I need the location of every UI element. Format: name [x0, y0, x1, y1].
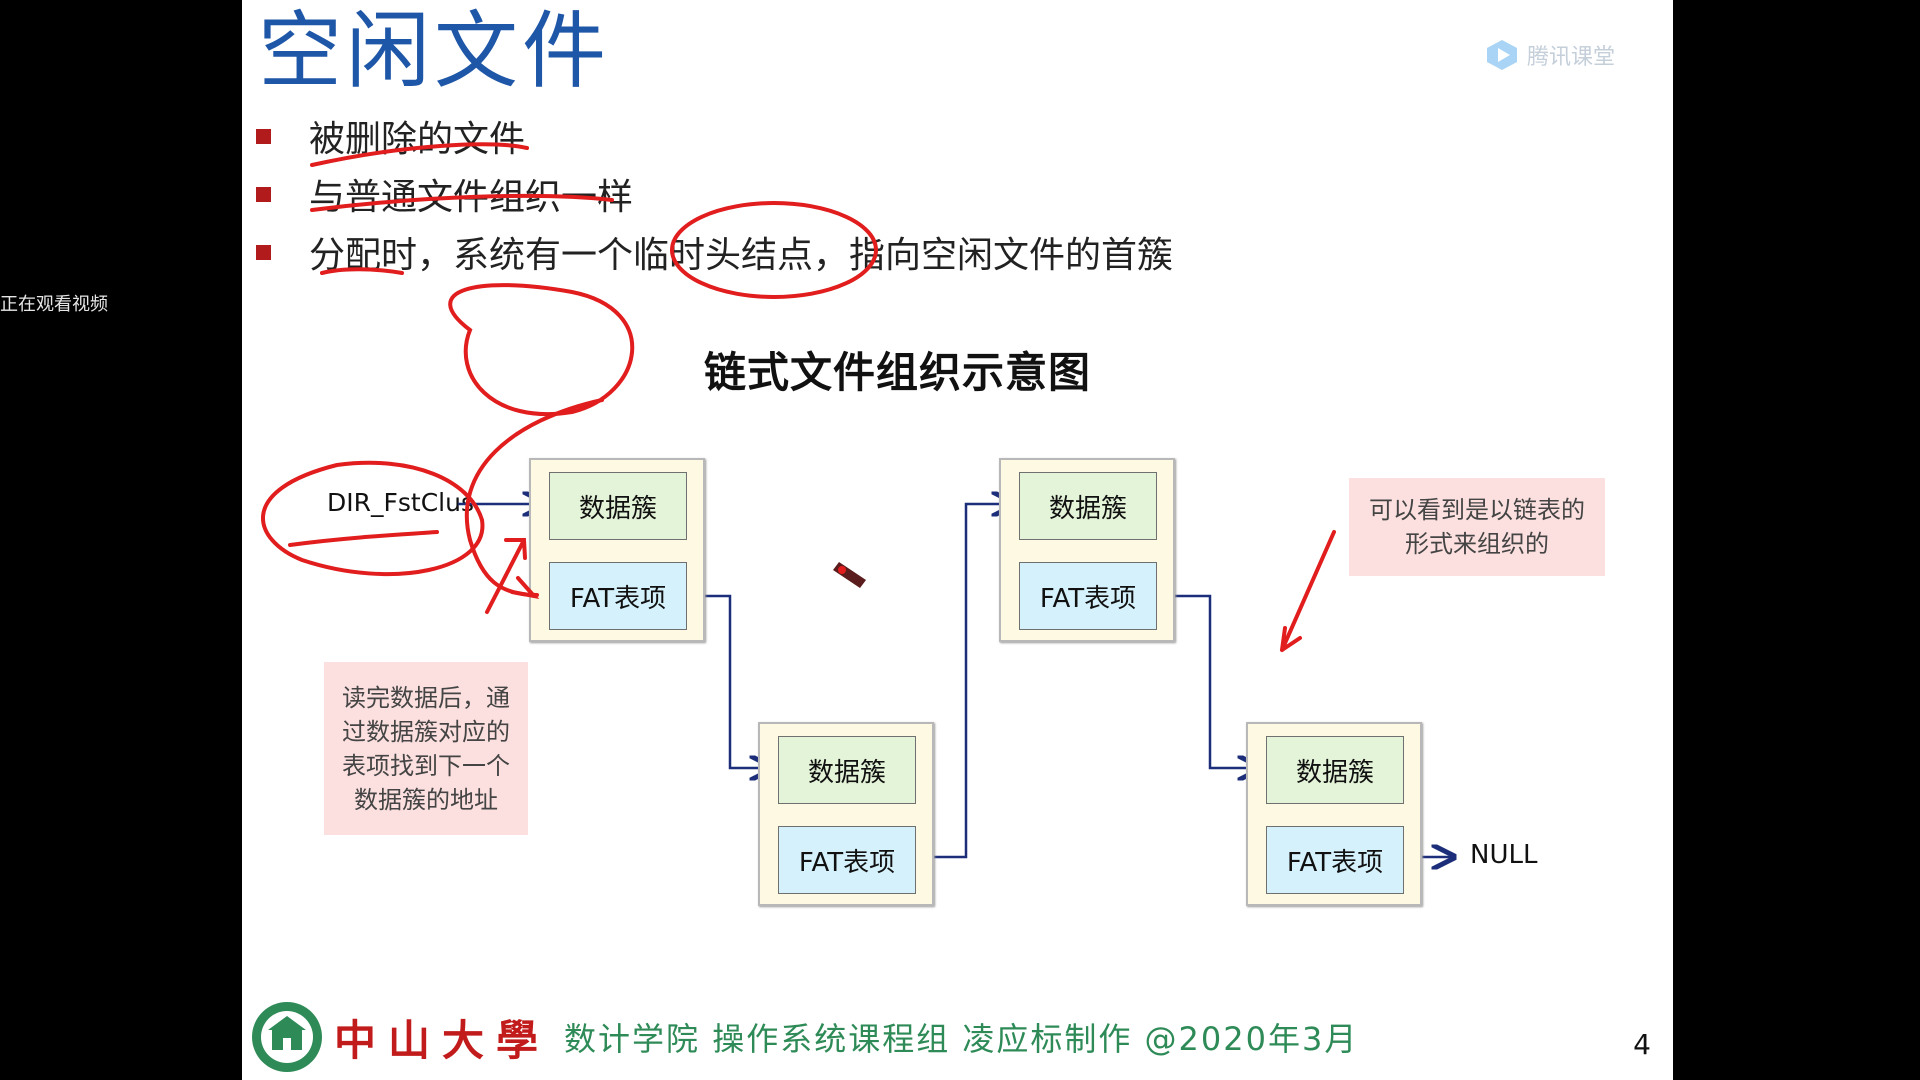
pen-cursor-icon: [833, 562, 866, 588]
bullet-marker: [256, 128, 271, 144]
data-cluster-cell: 数据簇: [1266, 736, 1404, 804]
cluster-node-3: 数据簇 FAT表项: [999, 458, 1175, 642]
bullet-marker: [256, 186, 271, 202]
bullet-marker: [256, 244, 271, 260]
slide-title: 空闲文件: [258, 2, 611, 100]
presentation-slide: 空闲文件 腾讯课堂 被删除的文件 与普通文件组织一样 分配时，系统有一个临时头结…: [242, 0, 1673, 1080]
diagram-title: 链式文件组织示意图: [704, 348, 1092, 397]
bullet-item: 分配时，系统有一个临时头结点，指向空闲文件的首簇: [256, 223, 1173, 281]
slide-footer: 中山大學 数计学院 操作系统课程组 凌应标制作 @2020年3月: [250, 1000, 1358, 1074]
fat-entry-cell: FAT表项: [778, 826, 916, 894]
data-cluster-cell: 数据簇: [549, 472, 687, 540]
tencent-classroom-watermark: 腾讯课堂: [1485, 38, 1615, 72]
bullet-text: 被删除的文件: [309, 119, 526, 160]
left-explanation-note: 读完数据后，通过数据簇对应的表项找到下一个数据簇的地址: [324, 662, 528, 835]
cluster-node-4: 数据簇 FAT表项: [1246, 722, 1422, 906]
right-explanation-note: 可以看到是以链表的形式来组织的: [1349, 478, 1605, 576]
bullet-item: 被删除的文件: [256, 107, 1173, 165]
watermark-label: 腾讯课堂: [1526, 45, 1615, 70]
university-emblem-icon: [252, 1002, 322, 1072]
play-logo-icon: [1486, 40, 1517, 70]
page-number: 4: [1633, 1028, 1651, 1061]
viewer-status-text: 正在观看视频: [0, 294, 108, 315]
fat-entry-cell: FAT表项: [1266, 826, 1404, 894]
dir-fstclus-label: DIR_FstClus: [327, 488, 474, 517]
cluster-node-2: 数据簇 FAT表项: [758, 722, 934, 906]
cluster-node-1: 数据簇 FAT表项: [529, 458, 705, 642]
data-cluster-cell: 数据簇: [778, 736, 916, 804]
fat-entry-cell: FAT表项: [1019, 562, 1157, 630]
footer-credit: 数计学院 操作系统课程组 凌应标制作 @2020年3月: [564, 1020, 1359, 1058]
null-terminator-label: NULL: [1470, 840, 1538, 870]
university-logo-text: 中山大學: [334, 1015, 551, 1065]
data-cluster-cell: 数据簇: [1019, 472, 1157, 540]
fat-entry-cell: FAT表项: [549, 562, 687, 630]
bullet-text: 分配时，系统有一个临时头结点，指向空闲文件的首簇: [309, 235, 1174, 276]
handwritten-annotations: [261, 142, 1336, 652]
